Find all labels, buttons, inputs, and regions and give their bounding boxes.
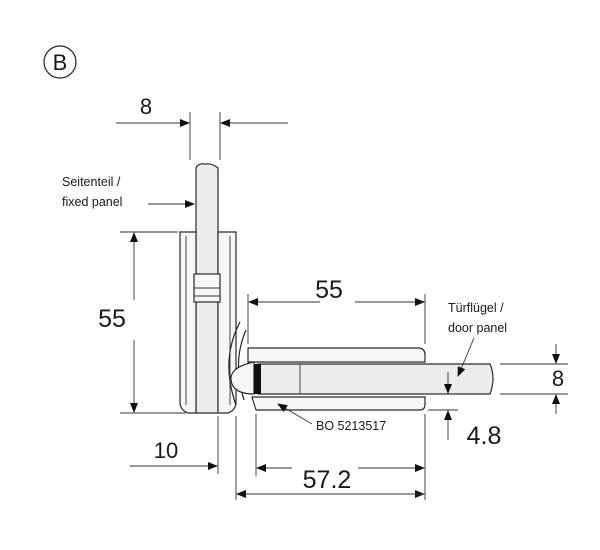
view-label-badge: B	[43, 45, 77, 79]
fixed-panel-label-1: Seitenteil /	[62, 175, 121, 189]
dim-overall-label: 57.2	[303, 466, 352, 494]
dim-left-height-label: 55	[98, 305, 126, 333]
dim-door-clamp: 55	[247, 276, 426, 344]
dim-overall: 57.2	[236, 414, 426, 500]
fixed-panel-label-2: fixed panel	[62, 195, 122, 209]
dim-door-thickness-label: 8	[552, 366, 564, 391]
part-number-callout: BO 5213517	[277, 403, 386, 433]
dim-offset-label: 4.8	[467, 422, 502, 450]
door-panel-callout: Türflügel / door panel	[448, 301, 507, 377]
seal-strip	[254, 364, 261, 394]
dim-bottom-left-label: 10	[154, 438, 178, 463]
dim-offset: 4.8	[428, 372, 501, 450]
view-label-text: B	[53, 50, 68, 75]
door-panel-label-1: Türflügel /	[448, 301, 504, 315]
dim-top-width-label: 8	[140, 94, 152, 119]
fixed-panel-callout: Seitenteil / fixed panel	[62, 175, 195, 209]
door-clamp	[247, 347, 426, 411]
dim-door-thickness: 8	[500, 344, 568, 414]
dim-left-height: 55	[98, 231, 186, 414]
dim-bottom-left: 10	[130, 416, 237, 500]
part-number-label: BO 5213517	[316, 419, 386, 433]
door-panel-label-2: door panel	[448, 321, 507, 335]
dim-top-width: 8	[116, 94, 288, 160]
dim-door-clamp-label: 55	[315, 276, 343, 304]
hinge-knuckle	[228, 321, 255, 406]
door-panel-glass	[254, 363, 494, 395]
